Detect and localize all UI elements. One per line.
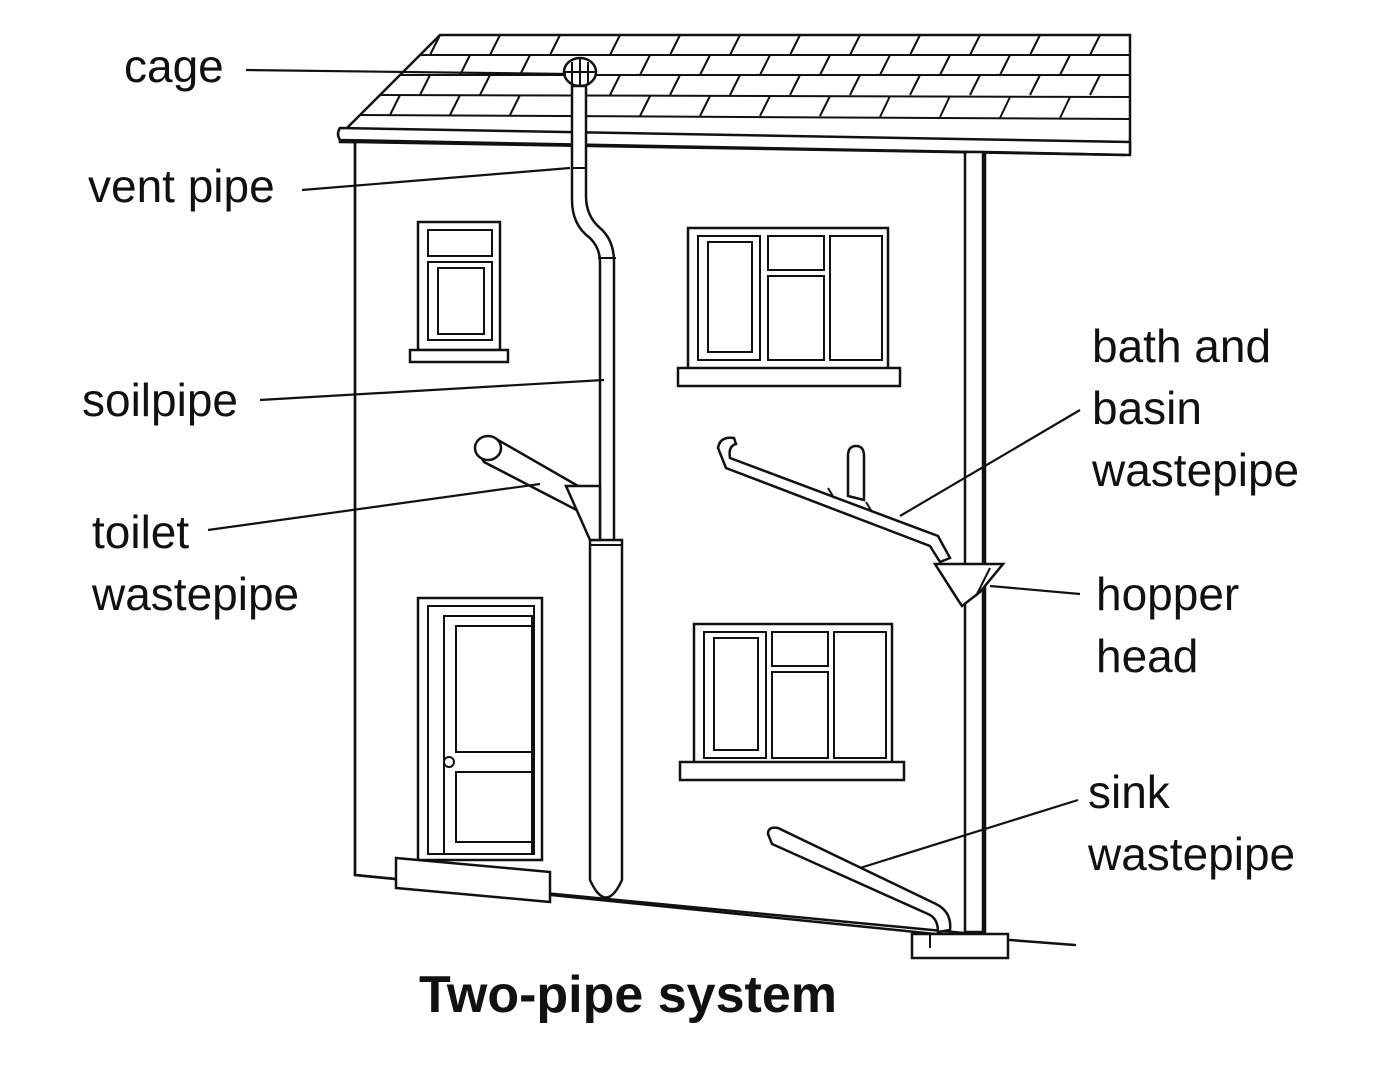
window-top-right (676, 226, 902, 388)
label-vent-pipe: vent pipe (88, 160, 275, 212)
roof-shingles (359, 34, 1131, 120)
cage (562, 56, 598, 88)
roof (336, 33, 1132, 157)
diagram-title: Two-pipe system (419, 966, 837, 1024)
label-sink-wastepipe-line2: wastepipe (1087, 828, 1295, 880)
label-cage: cage (124, 40, 224, 92)
sink-wastepipe (766, 826, 1010, 960)
label-bath-basin-line3: wastepipe (1091, 444, 1299, 496)
window-top-left (408, 220, 510, 364)
label-bath-basin-line1: bath and (1092, 320, 1271, 372)
soil-pipe-stack (473, 56, 624, 899)
label-hopper-head-line2: head (1096, 630, 1198, 682)
ground-line-right (1008, 938, 1077, 947)
front-door (394, 596, 552, 904)
label-sink-wastepipe-line1: sink (1088, 766, 1171, 818)
label-toilet-wastepipe-line2: wastepipe (91, 568, 299, 620)
downpipe (932, 150, 1006, 934)
leader-lines (207, 68, 1081, 870)
label-soilpipe: soilpipe (82, 374, 238, 426)
label-bath-basin-line2: basin (1092, 382, 1202, 434)
bath-basin-wastepipe (716, 436, 952, 564)
window-bottom-right (678, 622, 906, 782)
label-toilet-wastepipe-line1: toilet (92, 506, 189, 558)
label-hopper-head-line1: hopper (1096, 568, 1239, 620)
